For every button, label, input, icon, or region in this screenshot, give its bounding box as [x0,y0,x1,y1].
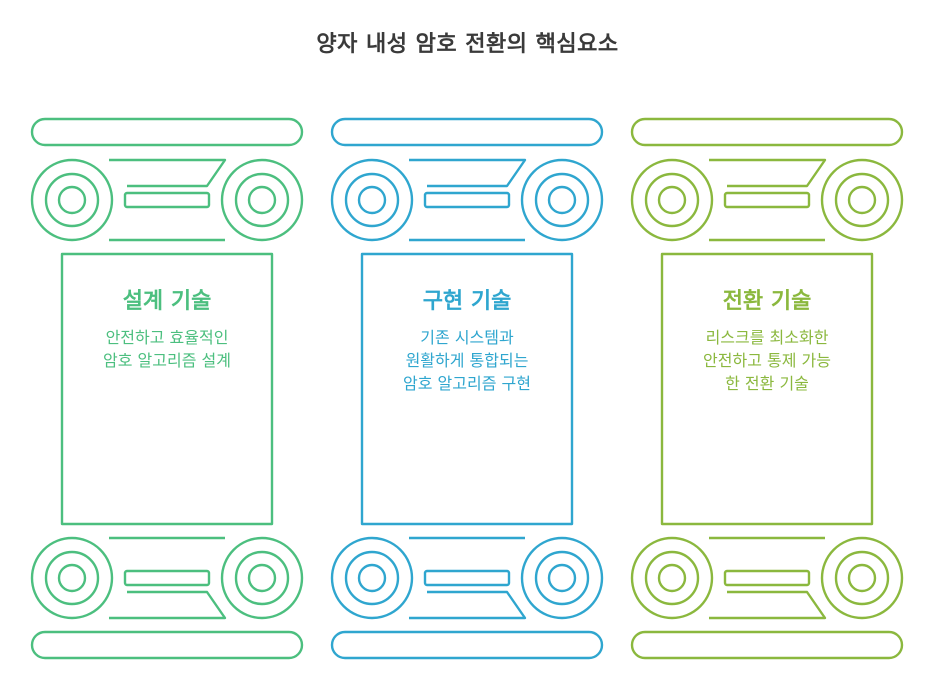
volute-ring [57,563,87,593]
capital-center-bar [123,569,211,587]
volute-ring [30,158,114,242]
column-shaft [60,252,274,526]
volute-ring [520,536,604,620]
volute-ring [644,550,700,606]
volute-ring [330,536,414,620]
pillar-desc-line: 암호 알고리즘 구현 [403,374,531,393]
pillar-description: 리스크를 최소화한 안전하고 통제 가능 한 전환 기술 [667,326,867,395]
volute-ring [644,172,700,228]
volute-ring [847,563,877,593]
capital-band [109,590,227,620]
volute-ring [820,536,904,620]
pillar-column-shape [630,117,904,660]
volute-ring [44,550,100,606]
volute-ring [547,185,577,215]
volute-ring [247,185,277,215]
volute-ring [534,550,590,606]
pillar-desc-line: 리스크를 최소화한 [705,328,829,347]
volute-ring [847,185,877,215]
capital-band [709,158,827,188]
column-slab [330,630,604,660]
pillar-transition: 전환 기술 리스크를 최소화한 안전하고 통제 가능 한 전환 기술 [630,0,904,689]
pillar-heading: 설계 기술 [122,289,212,314]
capital-center-bar [123,191,211,209]
volute-ring [344,550,400,606]
capital-center-bar [723,569,811,587]
volute-ring [30,536,114,620]
volute-ring [247,563,277,593]
volute-ring [234,172,290,228]
column-slab [30,117,304,147]
pillar-implementation: 구현 기술 기존 시스템과 원활하게 통합되는 암호 알고리즘 구현 [330,0,604,689]
volute-ring [220,536,304,620]
capital-center-bar [723,191,811,209]
volute-ring [220,158,304,242]
volute-ring [534,172,590,228]
capital-center-bar [423,569,511,587]
page-title: 양자 내성 암호 전환의 핵심요소 [316,32,619,57]
pillar-desc-line: 한 전환 기술 [725,374,809,393]
volute-ring [520,158,604,242]
volute-ring [630,158,714,242]
pillar-desc-line: 안전하고 효율적인 [105,328,229,347]
pillar-description: 기존 시스템과 원활하게 통합되는 암호 알고리즘 구현 [367,326,567,395]
volute-ring [657,185,687,215]
pillar-desc-line: 기존 시스템과 [420,328,514,347]
capital-band [109,158,227,188]
pillar-column-shape [330,117,604,660]
pillar-desc-line: 암호 알고리즘 설계 [103,351,231,370]
capital-center-bar [423,191,511,209]
pillar-desc-line: 원활하게 통합되는 [405,351,529,370]
volute-ring [44,172,100,228]
volute-ring [657,563,687,593]
column-shaft [660,252,874,526]
column-slab [330,117,604,147]
volute-ring [357,563,387,593]
volute-ring [834,172,890,228]
column-slab [30,630,304,660]
capital-band [409,158,527,188]
volute-ring [344,172,400,228]
volute-ring [357,185,387,215]
pillar-heading: 구현 기술 [422,289,512,314]
volute-ring [330,158,414,242]
pillar-description: 안전하고 효율적인 암호 알고리즘 설계 [67,326,267,372]
capital-band [409,590,527,620]
volute-ring [57,185,87,215]
volute-ring [547,563,577,593]
pillar-column-shape [30,117,304,660]
column-slab [630,630,904,660]
column-slab [630,117,904,147]
pillar-desc-line: 안전하고 통제 가능 [703,351,831,370]
volute-ring [234,550,290,606]
capital-band [709,590,827,620]
volute-ring [630,536,714,620]
volute-ring [820,158,904,242]
pillar-heading: 전환 기술 [722,289,812,314]
pillar-design: 설계 기술 안전하고 효율적인 암호 알고리즘 설계 [30,0,304,689]
volute-ring [834,550,890,606]
column-shaft [360,252,574,526]
